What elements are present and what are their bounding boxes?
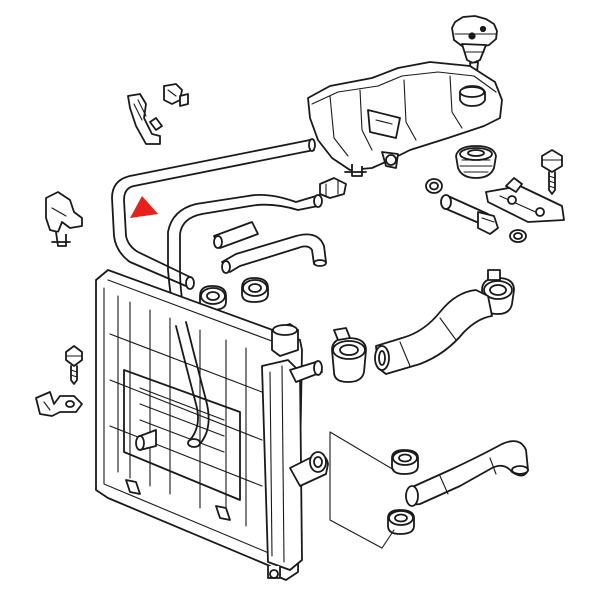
red-triangle-marker [130,196,158,218]
radiator-cap [451,15,498,73]
hose-clamp [387,509,415,535]
upper-radiator-hose [374,289,493,375]
hose-clamp [199,285,227,311]
hose-clamp [241,277,269,303]
bleed-valve [425,178,527,243]
hex-bolt [541,149,563,195]
leader-lines [329,431,395,549]
highlight-marker [130,196,158,218]
mounting-bracket [485,177,565,223]
expansion-tank [307,61,503,177]
side-clip-lower [35,391,83,417]
lower-radiator-hose [405,440,529,507]
tank-vent-hose [111,138,316,290]
radiator-small-hose [175,321,210,448]
small-hoses [213,221,327,274]
hex-bolt-left [65,345,83,385]
hose-clamp [331,327,367,383]
bracket-clips [127,83,189,145]
hose-clamps [155,269,515,535]
radiator [95,269,329,581]
hose-clamp [481,269,515,315]
side-clip-upper [45,191,83,247]
hose-clamp [391,449,419,475]
tank-grommet [455,145,497,179]
